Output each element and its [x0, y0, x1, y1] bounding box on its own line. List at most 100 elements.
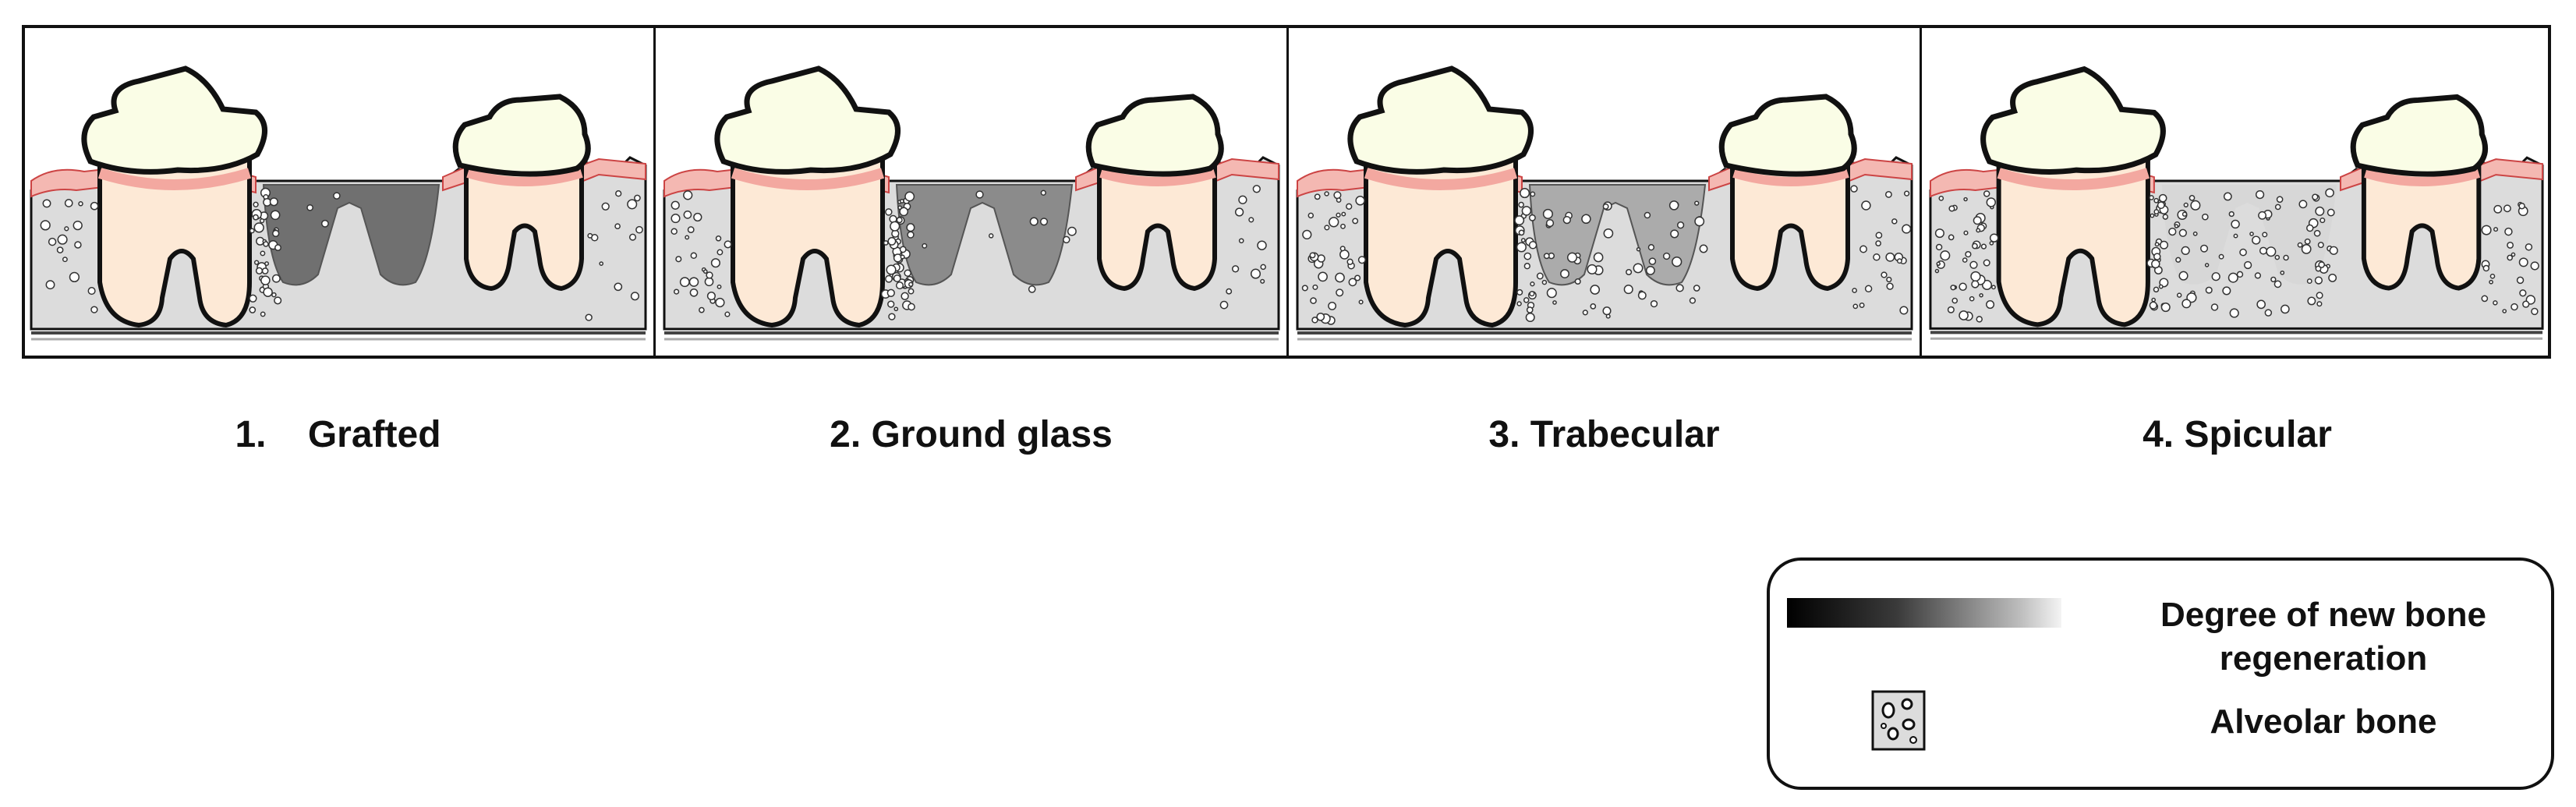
bone-pore [1335, 272, 1345, 283]
panel-grafted [22, 25, 654, 359]
bone-pore [2283, 254, 2289, 261]
bone-pore [1886, 276, 1892, 283]
bone-pore [1302, 229, 1312, 240]
bone-pore [717, 249, 724, 256]
bone-pore [1346, 203, 1353, 210]
bone-pore [1587, 264, 1598, 274]
bone-pore [263, 241, 269, 247]
bone-pore [1605, 313, 1611, 319]
bone-pore [1693, 285, 1700, 292]
bone-pore [1336, 288, 1344, 297]
bone-pore [1528, 241, 1537, 250]
bone-pore [1226, 288, 1233, 295]
bone-pore [1602, 306, 1612, 316]
bone-pore [2489, 279, 2493, 285]
bone-pore [2181, 299, 2192, 309]
bone-pore [56, 246, 64, 253]
bone-pore [1530, 191, 1536, 197]
bone-pore [2256, 299, 2266, 310]
left-molar-crown [714, 65, 901, 175]
bone-pore [1959, 310, 1969, 320]
bone-pore [306, 204, 313, 211]
bone-pore [1523, 252, 1532, 260]
bone-pore [1969, 296, 1975, 302]
bone-pore [683, 211, 692, 219]
bone-pore [887, 300, 895, 308]
bone-pore [1260, 264, 1266, 271]
bone-pore [2316, 301, 2323, 307]
bone-pore [42, 199, 51, 208]
right-tooth-crown [2350, 94, 2489, 177]
bone-pore [2158, 193, 2167, 203]
bone-pore [2274, 254, 2281, 260]
bone-pore [253, 201, 259, 207]
bone-pore [1574, 278, 1581, 285]
bone-pore [2218, 253, 2224, 260]
bone-pore [1969, 260, 1978, 269]
caption-spicular: 4. Spicular [2143, 414, 2332, 455]
bone-pore [2210, 303, 2219, 311]
bone-pore [2151, 297, 2157, 303]
bone-pore [634, 194, 641, 202]
bone-pore [2168, 227, 2177, 236]
bone-pore [888, 313, 896, 320]
bone-pore [2181, 211, 2188, 217]
bone-pore [1516, 288, 1523, 296]
bone-pore [2255, 189, 2265, 200]
bone-pore [2280, 270, 2285, 275]
bone-pore [260, 311, 266, 317]
bone-pore [907, 231, 915, 239]
bone-pore [2329, 246, 2338, 255]
bone-pore [1891, 218, 1898, 225]
bone-pore [1903, 190, 1910, 196]
bone-pore [1523, 263, 1530, 270]
bone-pore [1637, 291, 1647, 300]
bone-pore [2178, 271, 2189, 281]
bone-pore [2205, 286, 2213, 294]
bone-pore [706, 271, 713, 279]
bone-pore [1566, 252, 1578, 263]
bone-pore [699, 306, 705, 313]
bone-pore [253, 214, 259, 221]
bone-pore [2239, 248, 2247, 257]
bone-pore [1976, 228, 1981, 233]
bone-pore [2297, 242, 2303, 248]
bone-pore [2259, 246, 2268, 255]
bone-pore [90, 201, 99, 211]
bone-pore [1518, 201, 1524, 208]
bone-pore [1934, 228, 1944, 239]
bone-pore [2328, 273, 2337, 282]
bone-pore [895, 281, 904, 290]
bone-pore [1670, 229, 1679, 239]
bone-pore [1694, 216, 1705, 227]
bone-pore [1310, 297, 1317, 304]
bone-pore [1516, 242, 1527, 253]
bone-pore [615, 190, 622, 197]
bone-pore [1040, 189, 1046, 196]
bone-pore [908, 281, 914, 287]
bone-pore [260, 250, 266, 257]
bone-pore [2519, 289, 2527, 297]
alveolar-bone-swatch [1871, 690, 1926, 751]
bone-pore [893, 306, 899, 312]
bone-pore [1948, 234, 1955, 241]
bone-pore [2493, 204, 2503, 214]
bone-pore [1333, 191, 1342, 200]
bone-pore [724, 311, 731, 317]
bone-pore [2507, 242, 2514, 249]
bone-pore [2489, 273, 2496, 279]
bone-pore [2204, 263, 2210, 267]
bone-pore [271, 292, 277, 298]
bone-pore [901, 292, 909, 300]
bone-pore [1947, 306, 1955, 313]
left-molar-root [1364, 155, 1518, 328]
bone-pore [1633, 263, 1644, 274]
right-tooth-crown [1085, 94, 1224, 177]
bone-pore [264, 261, 270, 267]
bone-pore [57, 234, 68, 245]
bone-pore [1238, 195, 1247, 204]
bone-pore [2249, 232, 2254, 236]
bone-pore [90, 306, 98, 313]
caption-grafted: 1. Grafted [235, 414, 441, 455]
bone-pore [2327, 208, 2335, 217]
